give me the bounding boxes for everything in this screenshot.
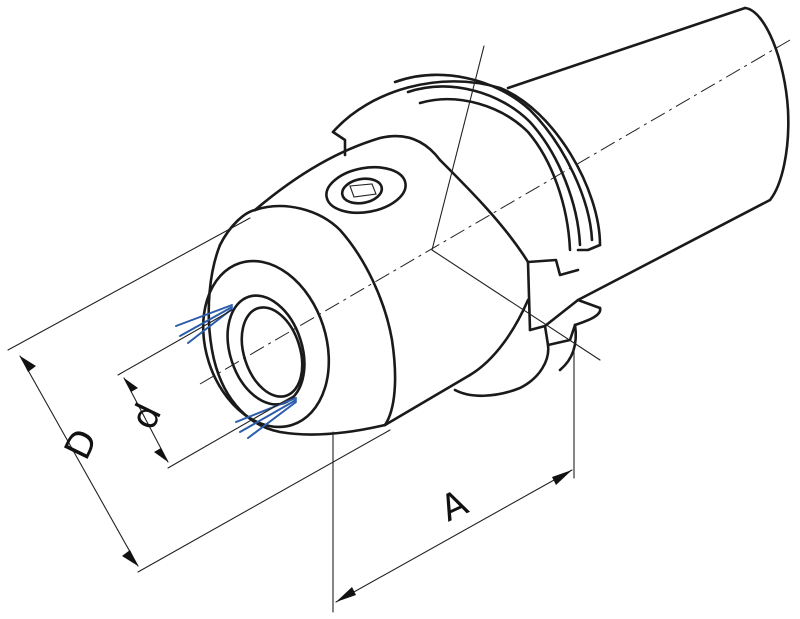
front-nose — [201, 208, 387, 436]
dimension-d: d — [117, 309, 296, 469]
flange — [331, 73, 602, 398]
body — [253, 134, 530, 427]
dimension-A: A — [332, 349, 575, 613]
set-screw — [325, 165, 407, 215]
label-A: A — [434, 482, 474, 530]
label-D: D — [57, 423, 106, 466]
label-d: d — [123, 397, 170, 436]
center-lines — [199, 39, 791, 385]
taper-shank — [506, 6, 790, 302]
coolant-arrows — [175, 304, 297, 439]
